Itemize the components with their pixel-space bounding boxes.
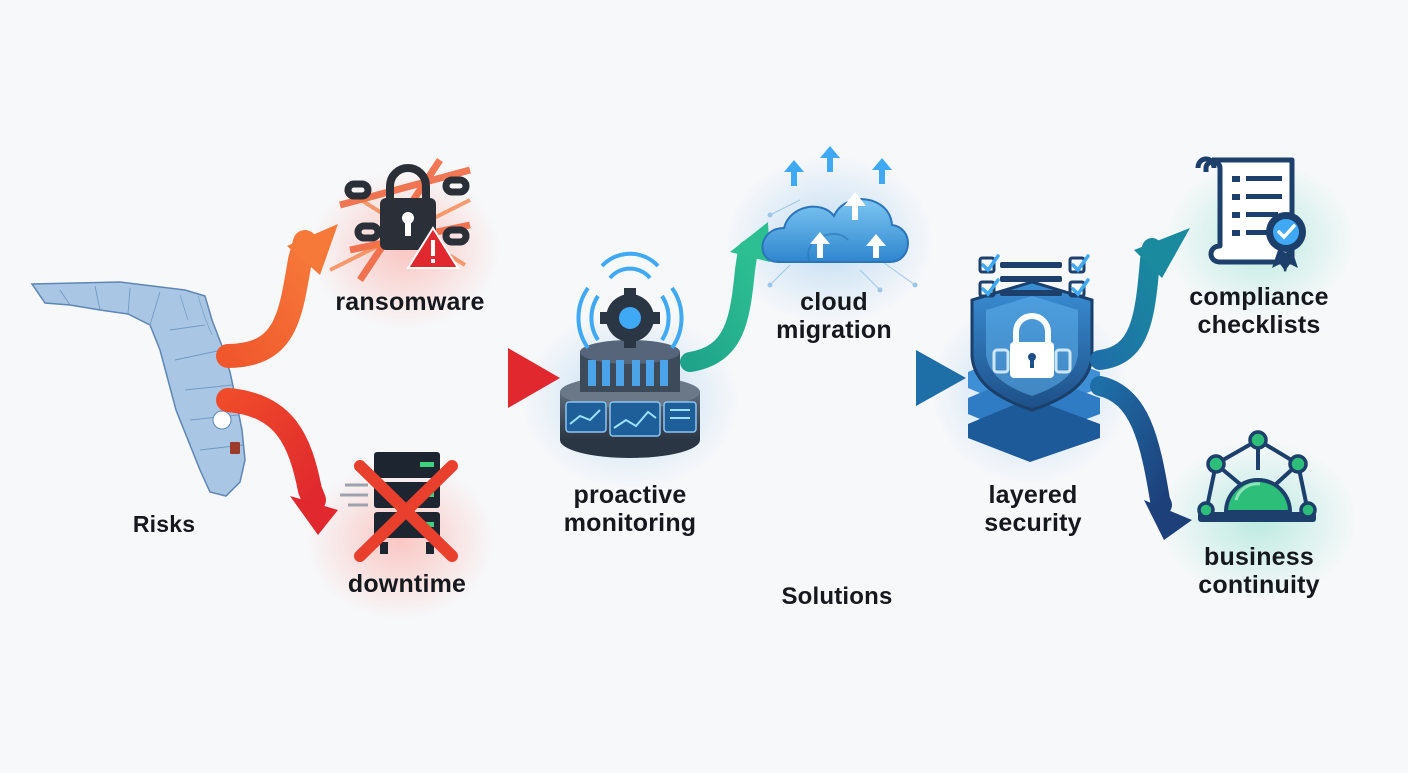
cloud-upload-icon — [761, 146, 918, 293]
ransomware-label: ransomware — [335, 288, 485, 316]
risks-heading: Risks — [132, 511, 196, 537]
arrow-to-ransomware-head — [287, 224, 338, 275]
arrow-to-downtime — [216, 388, 326, 512]
arrow-to-monitoring-head — [508, 348, 560, 408]
cloud-migration-line-1: cloud — [800, 288, 868, 316]
business-continuity-label: business continuity — [1180, 543, 1338, 599]
compliance-checklists-line-2: checklists — [1197, 311, 1321, 339]
florida-map-icon — [30, 281, 246, 497]
downtime-glow — [305, 460, 495, 620]
solutions-heading: Solutions — [781, 583, 893, 610]
layered-security-line-2: security — [984, 509, 1082, 537]
arrow-to-compliance-head — [1134, 228, 1190, 278]
layered-security-label: layered security — [966, 481, 1100, 537]
arrow-to-compliance — [1090, 238, 1162, 370]
arrow-to-ransomware — [216, 230, 317, 368]
monitoring-hub-icon — [560, 251, 700, 458]
downtime-label: downtime — [347, 570, 467, 598]
arrow-to-continuity — [1090, 376, 1172, 515]
compliance-checklists-line-1: compliance — [1189, 283, 1329, 311]
shield-padlock-icon — [968, 254, 1100, 462]
business-continuity-line-2: continuity — [1198, 571, 1320, 599]
arrow-to-cloud — [680, 240, 758, 372]
layered-security-line-1: layered — [988, 481, 1078, 509]
arrow-to-cloud-head — [730, 222, 770, 262]
proactive-monitoring-line-1: proactive — [573, 481, 687, 509]
cloud-migration-line-2: migration — [776, 316, 892, 344]
proactive-monitoring-line-2: monitoring — [563, 509, 697, 537]
proactive-monitoring-label: proactive monitoring — [550, 481, 710, 537]
cloud-migration-label: cloud migration — [760, 288, 908, 344]
business-continuity-line-1: business — [1204, 543, 1314, 571]
arrow-to-downtime-head — [290, 496, 338, 535]
network-dome-icon — [1197, 430, 1317, 522]
checklist-certificate-icon — [1195, 156, 1306, 272]
crossed-out-server-icon — [340, 452, 458, 562]
arrow-to-continuity-head — [1144, 500, 1192, 540]
compliance-checklists-label: compliance checklists — [1172, 283, 1346, 339]
chained-padlock-warning-icon — [329, 158, 471, 282]
arrow-to-security-head — [916, 350, 966, 406]
